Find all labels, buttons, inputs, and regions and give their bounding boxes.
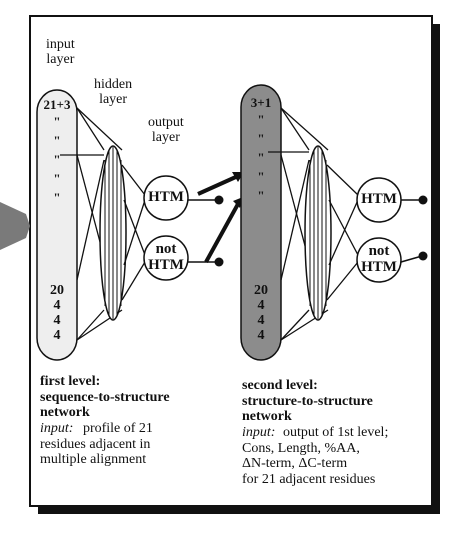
second-input-bottom-values: 20 4 4 4 xyxy=(242,284,280,343)
output-layer-label: output layer xyxy=(148,115,184,145)
first-output-htm-label: HTM xyxy=(148,189,184,205)
input-layer-label-line2: layer xyxy=(46,51,75,67)
second-output-dot-2 xyxy=(418,251,428,261)
output-layer-label-line2: layer xyxy=(151,129,180,145)
second-input-value: " xyxy=(257,169,265,184)
second-level-caption: second level: structure-to-structure net… xyxy=(242,378,430,488)
first-input-layer xyxy=(36,89,78,361)
second-caption-input-line: input: output of 1st level; xyxy=(242,425,430,441)
first-hidden-stripes xyxy=(104,147,122,319)
second-output-line-2 xyxy=(400,255,423,263)
second-caption-input-text1: output of 1st level; xyxy=(282,425,389,441)
second-input-value: 4 xyxy=(257,298,265,313)
second-caption-title: second level: xyxy=(242,378,318,393)
first-input-hidden-connections xyxy=(60,107,123,341)
second-hidden-output-connections xyxy=(326,164,359,301)
first-output-dot-2 xyxy=(214,257,224,267)
first-input-value: 4 xyxy=(53,313,61,328)
first-caption-input-text1: profile of 21 xyxy=(82,421,153,437)
input-layer-label-line1: input xyxy=(46,37,75,52)
second-input-value: 4 xyxy=(257,328,265,343)
first-caption-input-text3: multiple alignment xyxy=(40,452,147,468)
first-input-value: " xyxy=(53,152,61,167)
first-input-top-values: 21+3 " " " " " xyxy=(38,98,76,204)
second-output-not-htm-label: not HTM xyxy=(357,243,401,276)
first-level-caption: first level: sequence-to-structure netwo… xyxy=(40,374,235,468)
first-caption-network: network xyxy=(40,405,90,421)
first-output-not-label: not xyxy=(155,241,177,257)
first-caption-input-text2: residues adjacent in xyxy=(40,436,151,452)
second-output-dot-1 xyxy=(418,195,428,205)
first-caption-subtitle: sequence-to-structure xyxy=(40,389,170,405)
first-caption-input-line: input: profile of 21 xyxy=(40,421,235,437)
feed-arrows xyxy=(197,174,240,263)
second-caption-network: network xyxy=(242,409,292,425)
hidden-layer-label-line1: hidden xyxy=(94,77,133,92)
hidden-layer-label: hidden layer xyxy=(94,77,133,107)
first-caption-input-label: input: xyxy=(40,421,74,437)
second-caption-input-text3: ΔN-term, ΔC-term xyxy=(242,456,348,472)
second-output-htm-label: HTM xyxy=(361,191,397,207)
incoming-arrow xyxy=(0,202,30,250)
second-caption-input-text4: for 21 adjacent residues xyxy=(242,472,376,488)
first-caption-title: first level: xyxy=(40,374,101,389)
input-layer-label: input layer xyxy=(46,37,75,67)
second-input-value: 3+1 xyxy=(250,95,272,110)
first-input-value: " xyxy=(53,190,61,205)
second-input-top-values: 3+1 " " " " " xyxy=(242,96,280,202)
second-caption-subtitle: structure-to-structure xyxy=(242,393,373,409)
first-input-value: 21+3 xyxy=(43,97,71,112)
first-output-not-htm-label: not HTM xyxy=(144,241,188,274)
second-output-not-label: not xyxy=(368,243,390,259)
second-input-value: " xyxy=(257,131,265,146)
first-input-value: 4 xyxy=(53,298,61,313)
output-layer-label-line1: output xyxy=(148,115,184,130)
first-output-node-not-htm xyxy=(143,235,189,281)
second-input-value: " xyxy=(257,188,265,203)
hidden-layer-label-line2: layer xyxy=(99,91,128,107)
first-input-value: " xyxy=(53,171,61,186)
first-output-htm2-label: HTM xyxy=(148,256,184,273)
first-input-value: " xyxy=(53,114,61,129)
second-input-hidden-connections xyxy=(268,107,329,341)
first-input-value: " xyxy=(53,133,61,148)
second-input-value: " xyxy=(257,112,265,127)
first-hidden-output-connections xyxy=(121,164,146,301)
second-input-layer xyxy=(240,84,282,361)
first-output-dot-1 xyxy=(214,195,224,205)
second-input-value: 4 xyxy=(257,313,265,328)
first-input-value: 4 xyxy=(53,328,61,343)
first-input-value: 20 xyxy=(50,283,64,298)
second-input-value: " xyxy=(257,150,265,165)
second-caption-input-text2: Cons, Length, %AA, xyxy=(242,440,360,456)
first-input-bottom-values: 20 4 4 4 xyxy=(38,284,76,343)
second-output-htm2-label: HTM xyxy=(361,258,397,275)
second-hidden-stripes xyxy=(309,147,327,319)
second-input-value: 20 xyxy=(254,283,268,298)
first-output-node-htm xyxy=(143,175,189,221)
second-output-node-not-htm xyxy=(356,237,402,283)
second-caption-input-label: input: xyxy=(242,425,276,441)
